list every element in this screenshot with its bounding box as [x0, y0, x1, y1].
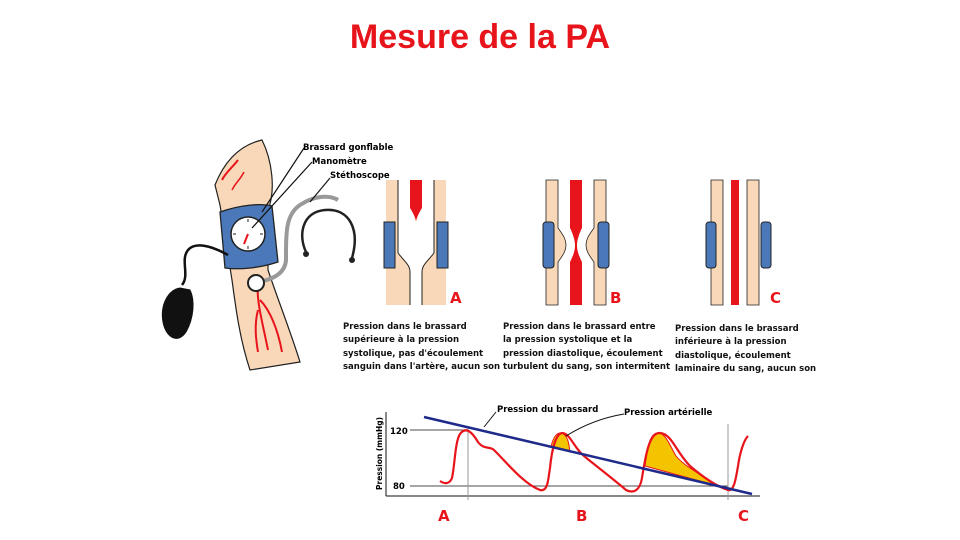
- cuff-left-b: [542, 221, 555, 269]
- manometer-icon: [230, 216, 266, 252]
- caption-b: Pression dans le brassard entre la press…: [503, 322, 671, 373]
- artery-panel-b: B: [542, 179, 621, 307]
- label-stethoscope: Stéthoscope: [330, 170, 390, 181]
- arm-illustration: Brassard gonflable Manomètre Stéthoscope: [161, 139, 394, 371]
- caption-c: Pression dans le brassard inférieure à l…: [675, 324, 817, 375]
- artery-panel-a: A: [383, 180, 462, 307]
- panel-letter-a: A: [450, 289, 462, 307]
- phase-c: C: [738, 507, 749, 525]
- pointer-cuff: [261, 147, 305, 213]
- artery-panel-c: C: [705, 179, 781, 307]
- bulb-tube: [180, 244, 229, 286]
- cuff-right-a: [436, 221, 449, 269]
- stethoscope-headset: [301, 208, 356, 259]
- pointer-gauge: [251, 161, 313, 229]
- tick-80: 80: [393, 482, 405, 492]
- phase-a: A: [438, 507, 450, 525]
- caption-a: Pression dans le brassard supérieure à l…: [343, 322, 501, 373]
- cuff-pressure-line: [423, 415, 753, 496]
- label-gauge: Manomètre: [312, 156, 367, 167]
- cuff-right-c: [760, 221, 772, 269]
- arm-artery-upper: [221, 159, 239, 181]
- cuff-right-b: [597, 221, 610, 269]
- stethoscope-tube: [257, 194, 340, 284]
- panel-letter-b: B: [610, 289, 621, 307]
- pointer-stetho: [309, 177, 331, 203]
- label-cuff: Brassard gonflable: [303, 143, 394, 153]
- arterial-pressure-curve: [439, 429, 749, 493]
- inflation-bulb-icon: [161, 287, 194, 339]
- pressure-graph: Pression (mmHg) 120 80 Pression du brass…: [375, 405, 760, 525]
- callout-arterial: [565, 413, 625, 437]
- y-axis-label: Pression (mmHg): [375, 417, 384, 490]
- stethoscope-chestpiece: [247, 274, 265, 292]
- arm-artery-upper2: [231, 171, 245, 191]
- tick-120: 120: [390, 427, 408, 437]
- arterial-pressure-label: Pression artérielle: [624, 407, 713, 418]
- cuff-pressure-label: Pression du brassard: [497, 405, 598, 415]
- phase-b: B: [576, 507, 587, 525]
- panel-letter-c: C: [770, 289, 781, 307]
- cuff-left-a: [383, 221, 396, 269]
- callout-cuff: [483, 411, 497, 428]
- cuff-left-c: [705, 221, 717, 269]
- page-title: Mesure de la PA: [349, 18, 611, 56]
